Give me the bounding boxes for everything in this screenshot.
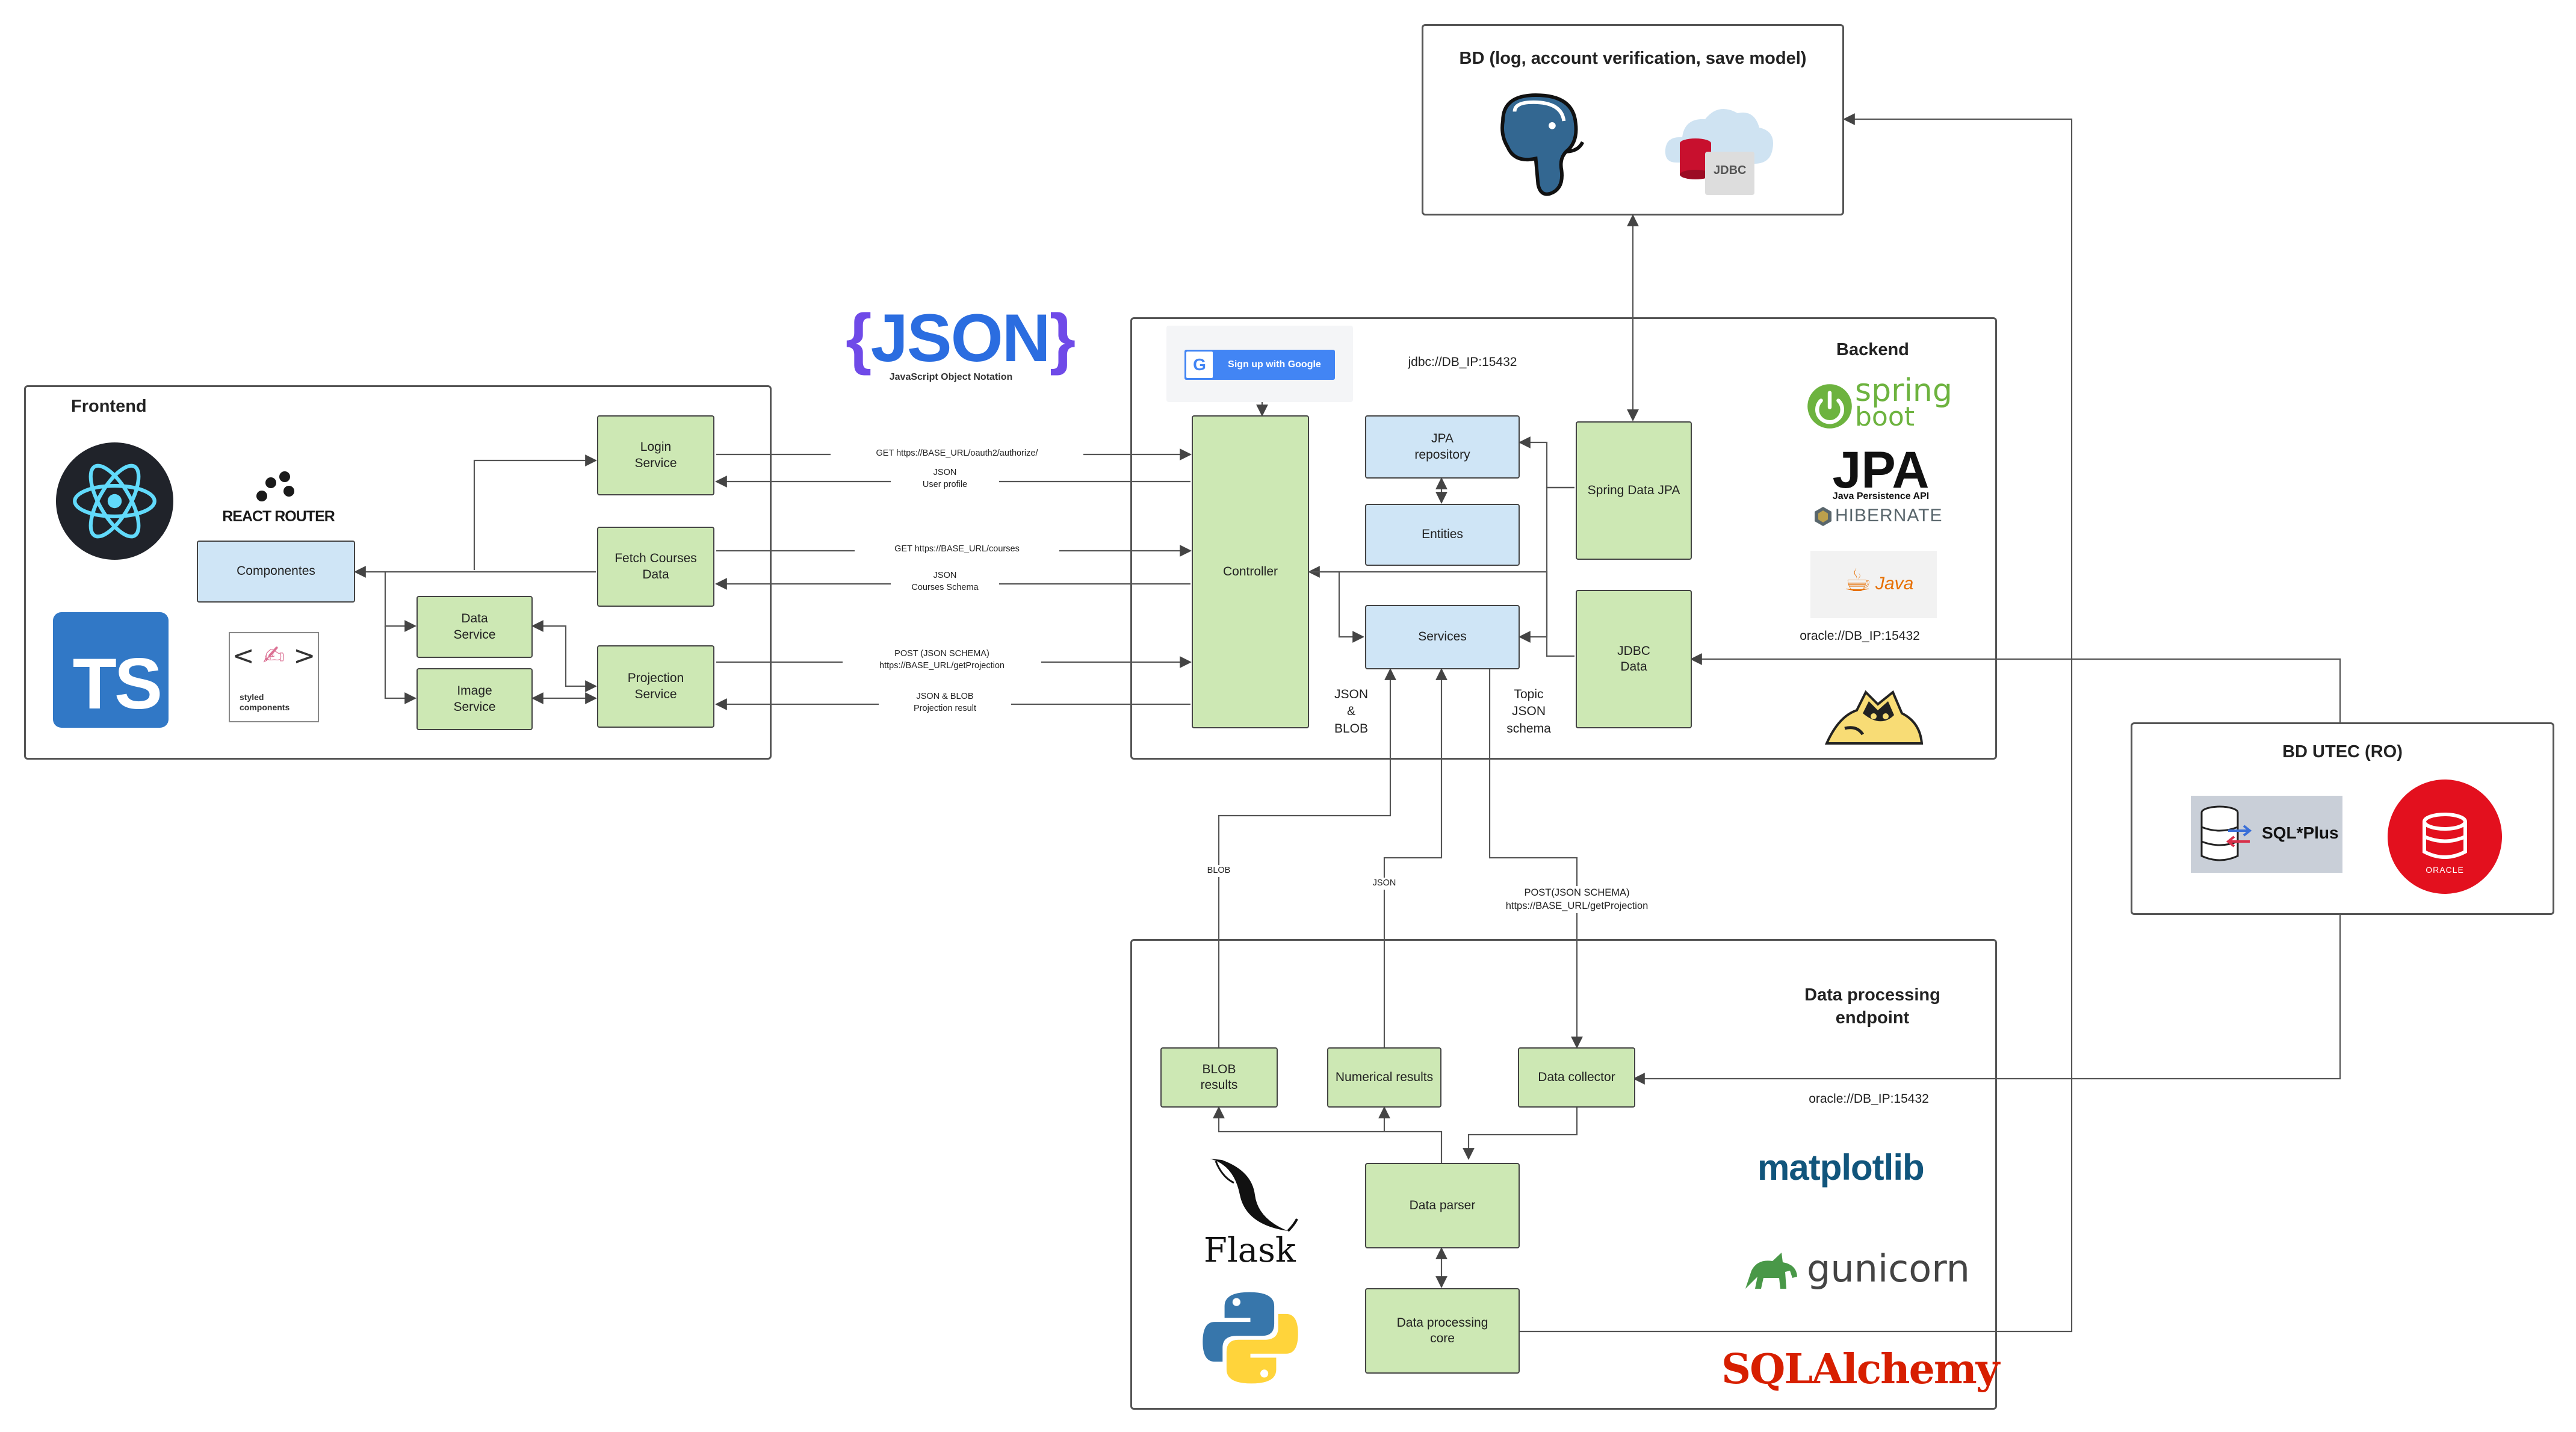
react-icon — [56, 442, 173, 560]
typescript-icon: TS — [53, 612, 169, 728]
jdbc-cloud-icon: JDBC — [1658, 96, 1779, 199]
sqlplus-text: SQL*Plus — [2262, 823, 2339, 842]
jpa-subtitle: Java Persistence API — [1832, 491, 1930, 501]
spring-text: spring — [1855, 373, 1952, 409]
blob-edge-label: BLOB — [1198, 865, 1240, 877]
projection-request-label: POST (JSON SCHEMA) https://BASE_URL/getP… — [843, 648, 1041, 672]
wire-controller-services — [1309, 571, 1364, 643]
bd-utec-title: BD UTEC (RO) — [2282, 742, 2403, 761]
styled-components-glyph: < ✍ > — [232, 640, 316, 671]
hibernate-logo: HIBERNATE — [1809, 504, 1953, 528]
typescript-text: TS — [72, 643, 163, 724]
json-edge-label: JSON — [1363, 878, 1405, 890]
java-text: Java — [1875, 574, 1914, 594]
tomcat-icon — [1821, 668, 1926, 749]
projection-result-label: JSON & BLOB Projection result — [879, 691, 1011, 715]
oauth-request-label: GET https://BASE_URL/oauth2/authorize/ — [831, 448, 1083, 460]
jdbc-logo-text: JDBC — [1714, 164, 1747, 177]
flask-logo: Flask — [1198, 1153, 1306, 1273]
google-g-icon: G — [1186, 352, 1213, 378]
projection-service-box: Projection Service — [597, 645, 714, 728]
oracle-db-icon: ORACLE — [2388, 780, 2502, 894]
entities-box: Entities — [1365, 504, 1520, 566]
styled-components-icon: < ✍ > styled components — [229, 632, 319, 722]
flask-text: Flask — [1204, 1231, 1296, 1270]
bd-main-title: BD (log, account verification, save mode… — [1459, 49, 1807, 68]
numerical-results-box: Numerical results — [1327, 1047, 1441, 1108]
jpa-text: JPA — [1832, 441, 1930, 499]
image-service-box: Image Service — [416, 668, 533, 730]
spring-boot-logo: spring boot — [1806, 373, 1952, 436]
json-logo-text: {JSON} — [846, 300, 1076, 376]
bd-main-container: BD (log, account verification, save mode… — [1422, 24, 1844, 215]
wire-data-projection — [531, 620, 597, 692]
google-signup-button[interactable]: G Sign up with Google — [1184, 350, 1335, 380]
blob-results-box: BLOB results — [1160, 1047, 1278, 1108]
user-profile-label: JSON User profile — [891, 467, 999, 491]
gunicorn-logo: gunicorn — [1739, 1243, 1970, 1297]
json-word: JSON — [870, 300, 1051, 376]
react-router-logo: REACT ROUTER — [214, 470, 343, 530]
json-logo-subtitle: JavaScript Object Notation — [889, 372, 1013, 382]
python-icon — [1201, 1288, 1300, 1387]
styled-components-text: styled components — [240, 692, 290, 712]
hibernate-text: HIBERNATE — [1835, 506, 1943, 525]
json-blob-label: JSON & BLOB — [1334, 687, 1369, 736]
wire-springjpa-jpa — [1519, 436, 1574, 489]
wire-utec-jdbc — [1690, 653, 2341, 722]
json-logo: {JSON} JavaScript Object Notation — [846, 300, 1076, 391]
data-processing-core-box: Data processing core — [1365, 1288, 1520, 1374]
matplotlib-text: matplotlib — [1757, 1147, 1925, 1188]
boot-text: boot — [1855, 401, 1915, 432]
data-processing-title: Data processing endpoint — [1804, 985, 1940, 1028]
post-schema-edge-label: POST(JSON SCHEMA) https://BASE_URL/getPr… — [1487, 886, 1667, 913]
jdbc-data-box: JDBC Data — [1576, 590, 1692, 728]
sqlplus-logo: SQL*Plus — [2191, 796, 2342, 873]
wire-core-bd — [1518, 113, 2073, 1333]
data-parser-box: Data parser — [1365, 1163, 1520, 1248]
controller-box: Controller — [1192, 415, 1309, 728]
java-cup-icon: ☕ — [1844, 563, 1872, 599]
jpa-repository-box: JPA repository — [1365, 415, 1520, 479]
google-signup-label: Sign up with Google — [1228, 359, 1321, 370]
gunicorn-text: gunicorn — [1807, 1247, 1970, 1291]
wire-blob-up — [1218, 668, 1396, 1047]
spring-data-jpa-box: Spring Data JPA — [1576, 421, 1692, 560]
sqlalchemy-logo: SQLAlchemy — [1721, 1345, 1999, 1399]
data-service-box: Data Service — [416, 596, 533, 658]
jdbc-url-label: jdbc://DB_IP:15432 — [1408, 355, 1517, 369]
login-service-box: Login Service — [597, 415, 714, 495]
postgresql-icon — [1479, 84, 1597, 205]
wire-components-login — [473, 454, 597, 570]
topic-schema-label: Topic JSON schema — [1506, 687, 1551, 736]
wire-collector-parser — [1463, 1108, 1578, 1160]
wire-parser-blob — [1213, 1106, 1443, 1163]
componentes-box: Componentes — [197, 541, 355, 603]
wire-components-image — [384, 626, 416, 704]
oracle-text: ORACLE — [2426, 865, 2464, 875]
backend-oracle-url-label: oracle://DB_IP:15432 — [1800, 629, 1920, 643]
wire-components-data — [384, 572, 416, 632]
jpa-logo: JPA Java Persistence API — [1809, 441, 1953, 501]
react-router-text: REACT ROUTER — [222, 508, 335, 525]
wire-post-down — [1488, 669, 1583, 1049]
frontend-title: Frontend — [71, 397, 147, 416]
services-box: Services — [1365, 605, 1520, 669]
java-logo: ☕ Java — [1810, 551, 1937, 618]
courses-request-label: GET https://BASE_URL/courses — [855, 544, 1059, 556]
matplotlib-logo: matplotlib — [1757, 1147, 1938, 1189]
wire-json-up — [1383, 668, 1447, 1047]
wire-springjpa-services — [1519, 486, 1574, 643]
sqlalchemy-text: SQLAlchemy — [1721, 1345, 1999, 1393]
wire-jdbc-controller — [1308, 566, 1574, 657]
data-collector-box: Data collector — [1518, 1047, 1635, 1108]
processing-oracle-url-label: oracle://DB_IP:15432 — [1809, 1092, 1929, 1106]
fetch-courses-box: Fetch Courses Data — [597, 527, 714, 607]
google-signup-card: G Sign up with Google — [1166, 326, 1353, 402]
wire-utec-collector — [1633, 915, 2341, 1085]
courses-schema-label: JSON Courses Schema — [891, 570, 999, 594]
backend-title: Backend — [1836, 340, 1909, 359]
